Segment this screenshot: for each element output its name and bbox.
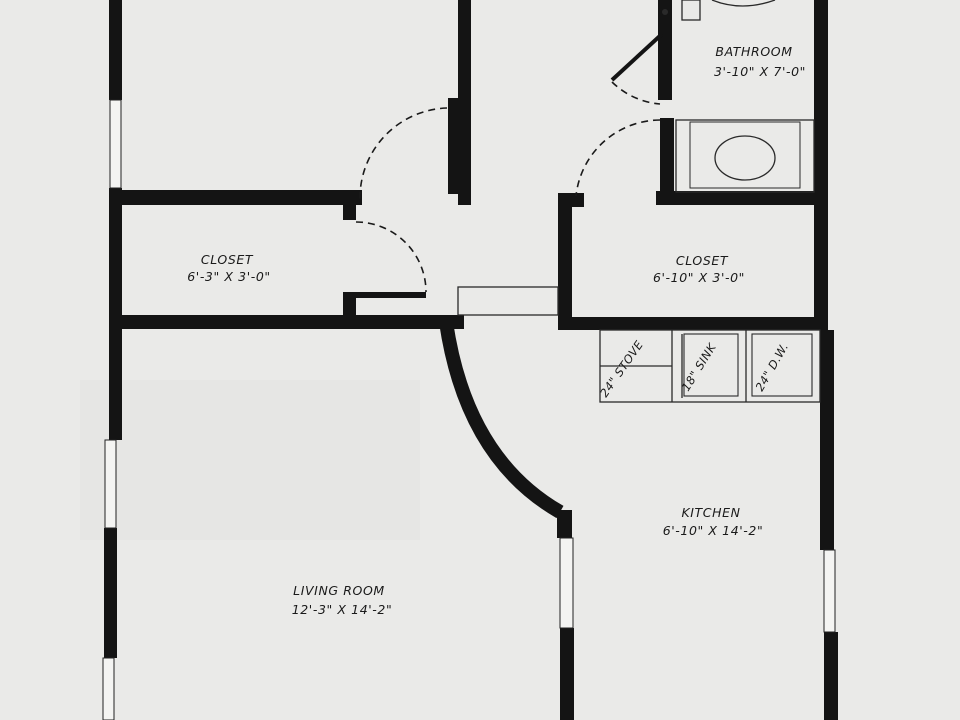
door-swings <box>355 81 661 293</box>
living-room-name: LIVING ROOM <box>293 583 385 598</box>
partition-opening <box>559 537 574 629</box>
faded-bleed-through <box>80 380 420 540</box>
hall-threshold <box>457 286 559 316</box>
toilet-icon <box>662 0 776 21</box>
bathtub-icon <box>675 119 815 193</box>
kitchen-window <box>823 549 836 633</box>
sink-icon <box>683 333 739 397</box>
closet-right-name: CLOSET <box>676 253 729 268</box>
bedroom-walls <box>109 0 471 220</box>
kitchen-size: 6'-10" X 14'-2" <box>663 523 764 538</box>
bathroom-name: BATHROOM <box>715 44 792 59</box>
closet-left-name: CLOSET <box>201 252 254 267</box>
dishwasher-icon <box>751 333 813 397</box>
closet-right-size: 6'-10" X 3'-0" <box>653 270 745 285</box>
living-room-size: 12'-3" X 14'-2" <box>292 602 393 617</box>
closet-left-size: 6'-3" X 3'-0" <box>187 269 271 284</box>
bathroom-size: 3'-10" X 7'-0" <box>714 64 806 79</box>
kitchen-name: KITCHEN <box>681 505 740 520</box>
kitchen-walls <box>439 320 838 720</box>
left-exterior-wall <box>102 0 122 720</box>
right-closet-walls <box>558 193 828 330</box>
left-closet-walls <box>109 292 464 329</box>
kitchen-counter <box>599 329 821 403</box>
bathroom-walls <box>610 0 828 330</box>
